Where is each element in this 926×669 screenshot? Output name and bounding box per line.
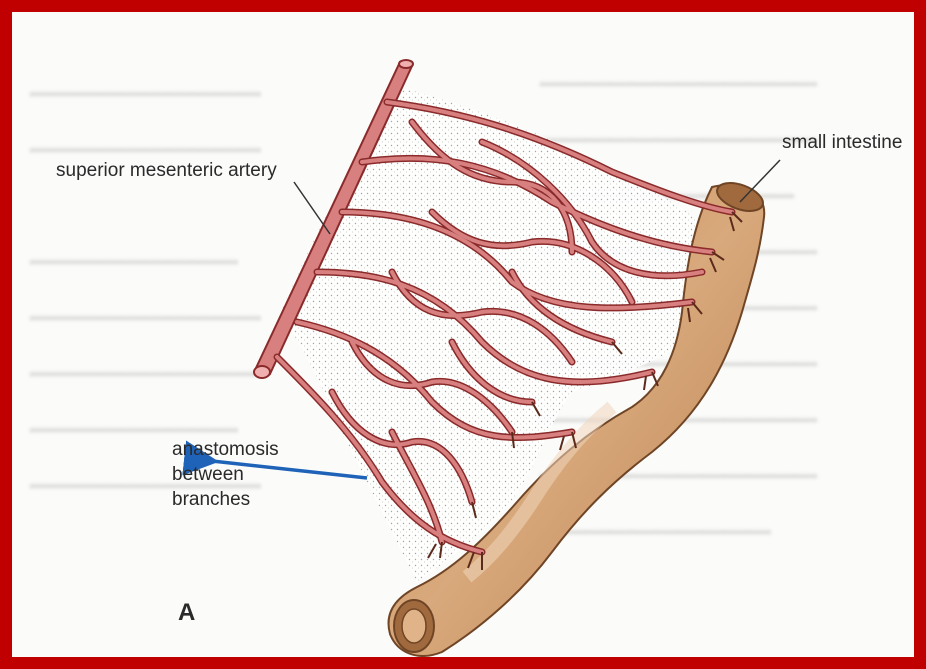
label-anastomosis: anastomosis between branches	[172, 437, 279, 512]
label-anastomosis-line1: anastomosis	[172, 437, 279, 462]
label-small-intestine: small intestine	[782, 130, 902, 155]
leader-line-artery	[294, 182, 330, 234]
label-superior-mesenteric-artery: superior mesenteric artery	[56, 158, 277, 183]
mesentery-diagram	[12, 12, 926, 669]
label-anastomosis-line3: branches	[172, 487, 279, 512]
panel-letter: A	[178, 600, 195, 625]
label-anastomosis-line2: between	[172, 462, 279, 487]
